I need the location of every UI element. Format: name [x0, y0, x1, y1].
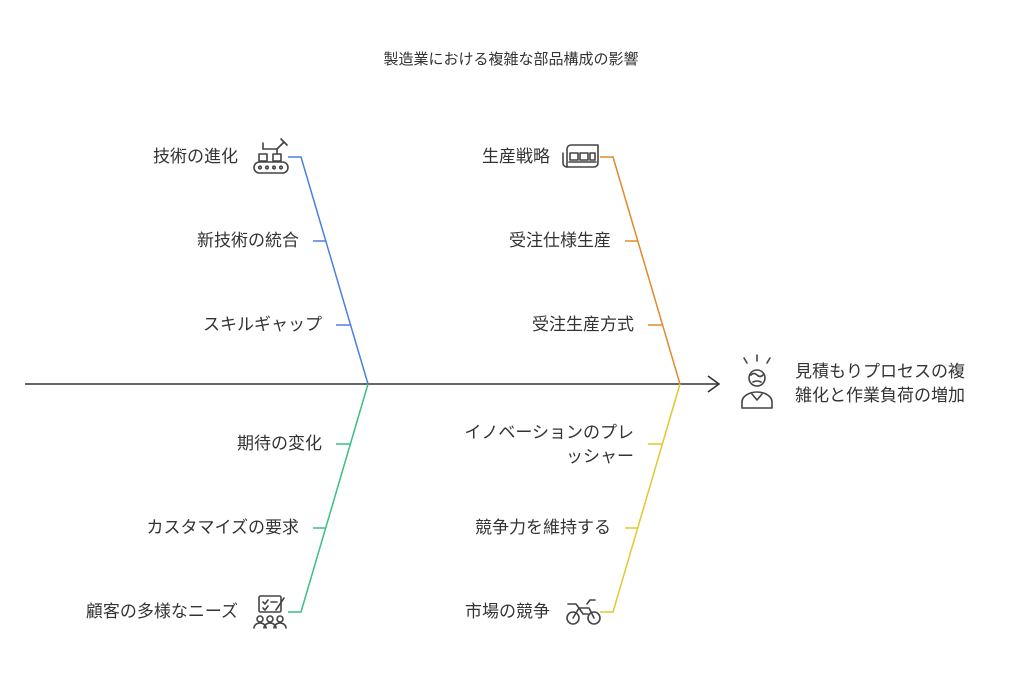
cause-label-production-strategy: 生産戦略	[482, 147, 550, 167]
conveyor-robot-icon	[253, 138, 289, 174]
cause-label-innovation-pressure-line2: ッシャー	[566, 447, 634, 467]
diagram-title: 製造業における複雑な部品構成の影響	[383, 50, 639, 68]
effect-label-line1: 見積もりプロセスの複	[795, 362, 965, 382]
cause-label-diverse-customer-needs: 顧客の多様なニーズ	[85, 602, 238, 622]
bone-top-left	[288, 156, 369, 385]
cause-label-tech-evolution: 技術の進化	[153, 147, 238, 167]
cause-label-market-competition: 市場の競争	[465, 602, 550, 622]
cause-label-changing-expectations: 期待の変化	[237, 434, 322, 454]
cause-label-build-to-order: 受注生産方式	[532, 315, 634, 335]
cause-label-skill-gap: スキルギャップ	[203, 315, 322, 335]
customer-checklist-icon	[253, 595, 287, 629]
cause-label-innovation-pressure-line1: イノベーションのプレ	[464, 423, 634, 443]
cause-label-build-to-spec: 受注仕様生産	[509, 231, 611, 251]
bone-top-right	[600, 156, 681, 385]
effect-label: 見積もりプロセスの複 雑化と作業負荷の増加	[795, 360, 965, 408]
cause-label-customization-demand: カスタマイズの要求	[146, 518, 300, 538]
spine-arrowhead	[707, 375, 721, 393]
cause-label-maintain-competitiveness: 競争力を維持する	[475, 518, 611, 538]
stressed-person-icon	[741, 354, 773, 409]
effect-label-line2: 雑化と作業負荷の増加	[795, 386, 965, 406]
cause-label-new-tech-integration: 新技術の統合	[197, 231, 299, 251]
bone-bottom-left	[288, 383, 369, 613]
motorcycle-icon	[566, 599, 601, 625]
bone-bottom-right	[600, 383, 681, 613]
production-line-icon	[562, 144, 599, 168]
